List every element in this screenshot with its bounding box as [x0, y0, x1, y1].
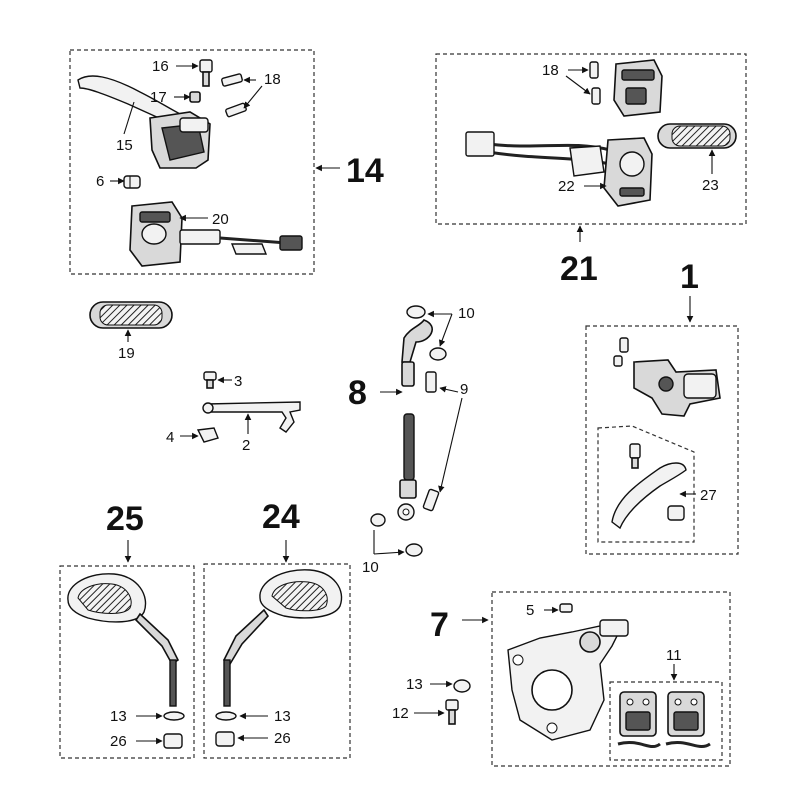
group-14-frame [69, 49, 315, 275]
label-12: 12 [392, 705, 409, 722]
label-8: 8 [348, 374, 367, 412]
master-cylinder[interactable] [613, 337, 721, 417]
label-25: 25 [106, 500, 144, 538]
label-2: 2 [242, 437, 250, 454]
banjo-bolts-9[interactable] [422, 371, 440, 512]
label-13-caliper: 13 [406, 676, 423, 693]
group-24-frame [203, 563, 351, 759]
label-7: 7 [430, 606, 449, 644]
screws-18-left[interactable] [221, 73, 247, 118]
lever-27[interactable] [611, 443, 687, 530]
label-21: 21 [560, 250, 598, 288]
grip-23[interactable] [657, 123, 737, 149]
label-1: 1 [680, 258, 699, 296]
brake-caliper[interactable] [507, 619, 629, 741]
label-20: 20 [212, 211, 229, 228]
screws-18-right[interactable] [589, 61, 601, 105]
group-21-frame [435, 53, 747, 225]
switch-cover-upper[interactable] [613, 59, 663, 117]
group-25-frame [59, 565, 195, 759]
group-1-frame [585, 325, 739, 555]
label-26-left-mirror: 26 [110, 733, 127, 750]
label-14: 14 [346, 152, 384, 190]
label-24: 24 [262, 498, 300, 536]
bleed-screw-5[interactable] [559, 603, 573, 613]
label-4: 4 [166, 429, 174, 446]
label-17: 17 [150, 89, 167, 106]
screw-17[interactable] [189, 91, 201, 103]
screw-16[interactable] [199, 59, 213, 87]
label-18-left: 18 [264, 71, 281, 88]
label-9: 9 [460, 381, 468, 398]
washer-13-left-mirror[interactable] [163, 711, 185, 721]
spacer-6[interactable] [123, 175, 141, 189]
mirror-25[interactable] [67, 573, 180, 707]
label-27: 27 [700, 487, 717, 504]
group-7-frame [491, 591, 731, 767]
label-18-right: 18 [542, 62, 559, 79]
label-5: 5 [526, 602, 534, 619]
label-10-top: 10 [458, 305, 475, 322]
label-11: 11 [666, 647, 682, 664]
switch-housing-20[interactable] [129, 201, 303, 267]
mirror-24[interactable] [222, 569, 343, 707]
bolt-12[interactable] [445, 699, 459, 725]
washer-13-right-mirror[interactable] [215, 711, 237, 721]
brake-hose-8[interactable] [397, 305, 433, 521]
nut-4[interactable] [196, 427, 219, 443]
brake-lever-assembly-15[interactable] [77, 75, 211, 169]
label-15: 15 [116, 137, 133, 154]
group-11-frame [609, 681, 723, 761]
label-13-right-mirror: 13 [274, 708, 291, 725]
grip-19[interactable] [89, 301, 173, 329]
label-19: 19 [118, 345, 135, 362]
label-22: 22 [558, 178, 575, 195]
bracket-2[interactable] [202, 401, 301, 433]
label-13-left-mirror: 13 [110, 708, 127, 725]
nut-26-left-mirror[interactable] [163, 733, 183, 749]
switch-housing-22[interactable] [465, 131, 653, 207]
label-23: 23 [702, 177, 719, 194]
label-6: 6 [96, 173, 104, 190]
group-27-frame [597, 425, 695, 543]
washer-13-caliper[interactable] [453, 679, 471, 693]
label-10-bottom: 10 [362, 559, 379, 576]
washers-10[interactable] [370, 347, 447, 557]
bolt-3[interactable] [203, 371, 217, 389]
nut-26-right-mirror[interactable] [215, 731, 235, 747]
label-16: 16 [152, 58, 169, 75]
brake-pads-11[interactable] [617, 691, 711, 749]
label-26-right-mirror: 26 [274, 730, 291, 747]
label-3: 3 [234, 373, 242, 390]
